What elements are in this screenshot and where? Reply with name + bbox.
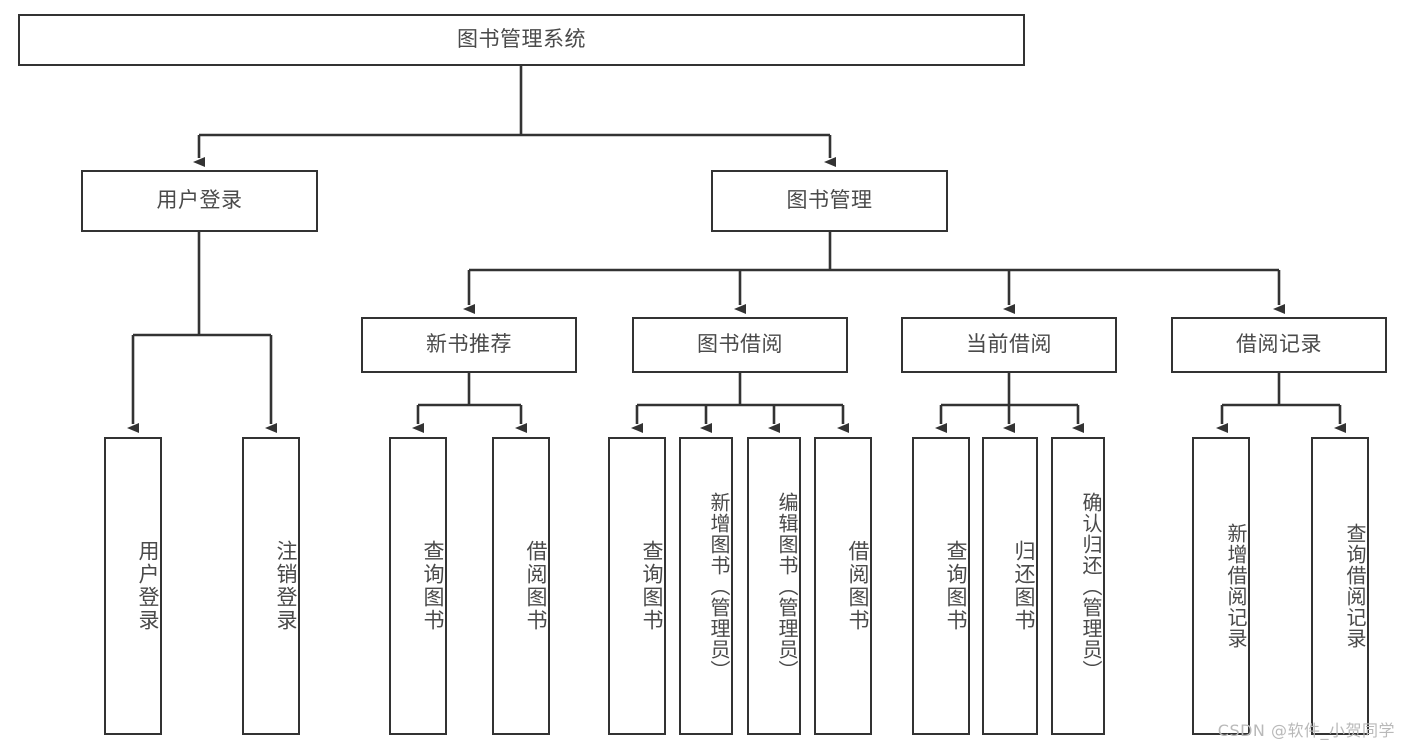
node-leaf-user-login-label: 用户登录 — [136, 540, 160, 632]
node-leaf-current-query-book[interactable]: 查询图书 — [912, 437, 970, 735]
node-book-borrow[interactable]: 图书借阅 — [632, 317, 848, 373]
node-leaf-borrow-add-book[interactable]: 新增图书（管理员） — [679, 437, 733, 735]
node-book-manage-label: 图书管理 — [786, 188, 873, 213]
node-leaf-current-return-book[interactable]: 归还图书 — [982, 437, 1038, 735]
watermark: CSDN @软件_小贺同学 — [1217, 721, 1395, 740]
node-borrow-record-label: 借阅记录 — [1236, 332, 1322, 357]
node-leaf-borrow-edit-book[interactable]: 编辑图书（管理员） — [747, 437, 801, 735]
edges-userlogin-to-leaves — [127, 232, 277, 433]
edges-borrowrecord-to-leaves — [1216, 373, 1346, 433]
node-book-manage[interactable]: 图书管理 — [711, 170, 948, 232]
edges-newbook-to-leaves — [412, 373, 527, 433]
node-leaf-borrow-query-book[interactable]: 查询图书 — [608, 437, 666, 735]
node-current-borrow-label: 当前借阅 — [966, 332, 1052, 357]
node-leaf-record-query-label: 查询借阅记录 — [1343, 523, 1367, 649]
node-leaf-borrow-edit-book-label: 编辑图书（管理员） — [775, 491, 799, 681]
node-leaf-user-login[interactable]: 用户登录 — [104, 437, 162, 735]
node-book-borrow-label: 图书借阅 — [697, 332, 783, 357]
node-leaf-rec-borrow-book[interactable]: 借阅图书 — [492, 437, 550, 735]
node-leaf-user-logout[interactable]: 注销登录 — [242, 437, 300, 735]
node-new-book-recommend[interactable]: 新书推荐 — [361, 317, 577, 373]
node-user-login[interactable]: 用户登录 — [81, 170, 318, 232]
edges-currentborrow-to-leaves — [935, 373, 1084, 433]
node-leaf-borrow-borrow-book[interactable]: 借阅图书 — [814, 437, 872, 735]
node-leaf-borrow-add-book-label: 新增图书（管理员） — [707, 491, 731, 681]
edges-root-to-level2 — [193, 66, 836, 167]
node-root[interactable]: 图书管理系统 — [18, 14, 1025, 66]
node-leaf-current-query-book-label: 查询图书 — [944, 540, 968, 632]
edges-bookborrow-to-leaves — [631, 373, 849, 433]
node-leaf-rec-borrow-book-label: 借阅图书 — [524, 540, 548, 632]
node-root-label: 图书管理系统 — [457, 27, 586, 52]
node-leaf-user-logout-label: 注销登录 — [274, 540, 298, 632]
node-leaf-borrow-borrow-book-label: 借阅图书 — [846, 540, 870, 632]
node-user-login-label: 用户登录 — [156, 188, 243, 213]
node-leaf-record-add-label: 新增借阅记录 — [1224, 523, 1248, 649]
node-leaf-record-add[interactable]: 新增借阅记录 — [1192, 437, 1250, 735]
edges-bookmanage-to-level3 — [463, 232, 1285, 314]
node-leaf-record-query[interactable]: 查询借阅记录 — [1311, 437, 1369, 735]
node-new-book-recommend-label: 新书推荐 — [426, 332, 512, 357]
node-leaf-rec-query-book[interactable]: 查询图书 — [389, 437, 447, 735]
node-leaf-rec-query-book-label: 查询图书 — [421, 540, 445, 632]
node-leaf-current-confirm-return-label: 确认归还（管理员） — [1079, 491, 1103, 681]
node-leaf-current-confirm-return[interactable]: 确认归还（管理员） — [1051, 437, 1105, 735]
node-borrow-record[interactable]: 借阅记录 — [1171, 317, 1387, 373]
node-leaf-current-return-book-label: 归还图书 — [1012, 540, 1036, 632]
node-leaf-borrow-query-book-label: 查询图书 — [640, 540, 664, 632]
node-current-borrow[interactable]: 当前借阅 — [901, 317, 1117, 373]
